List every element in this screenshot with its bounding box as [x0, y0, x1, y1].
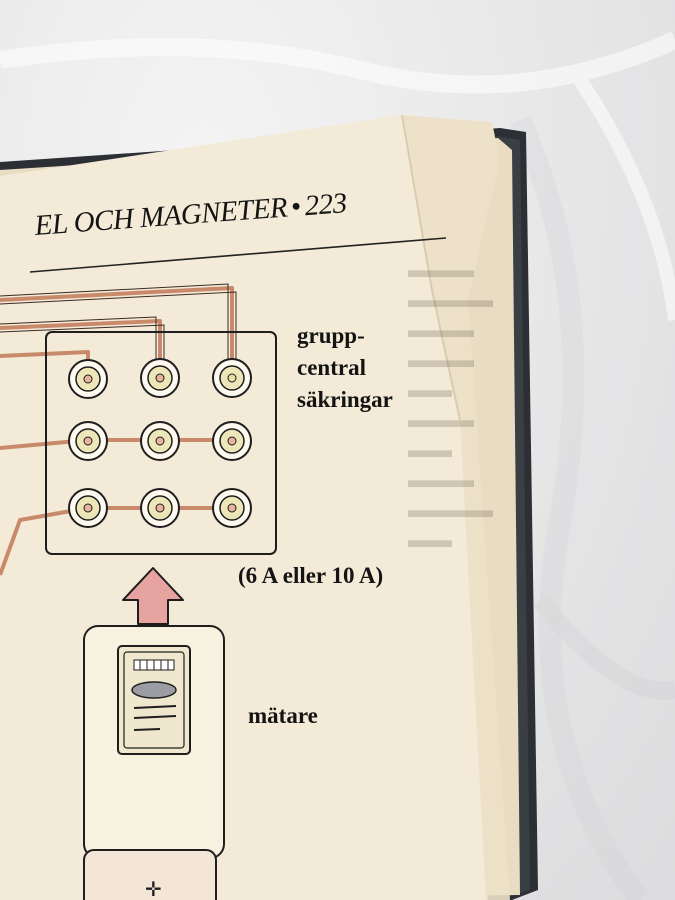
wire-2 — [0, 319, 162, 376]
fold-crease — [401, 114, 461, 421]
main-fuse-box: ✛ — [83, 849, 217, 900]
svg-text:✛: ✛ — [145, 877, 162, 900]
meter-disc — [131, 681, 177, 699]
fuse-2 — [140, 358, 180, 398]
bullet: • — [289, 190, 302, 224]
fuse-rating-label: (6 A eller 10 A) — [238, 563, 384, 588]
cloth-folds — [0, 31, 675, 900]
fuse-5 — [140, 421, 180, 461]
fuse-box-label-line-3: säkringar — [297, 387, 393, 412]
meter-label: mätare — [248, 703, 318, 728]
fuse-grid — [68, 358, 252, 528]
fuse-box-label: grupp- central säkringar — [297, 320, 393, 416]
fuse-9 — [212, 488, 252, 528]
bleed-through-text: ▬▬▬▬▬▬▬▬▬▬▬▬▬▬▬▬▬▬▬▬▬▬▬▬▬▬▬▬▬ — [408, 257, 493, 552]
fuse-4 — [68, 421, 108, 461]
fuse-box-label-line-2: central — [297, 355, 366, 380]
arrow-up-icon — [122, 567, 184, 625]
fuse-box-label-line-1: grupp- — [297, 323, 365, 348]
wire-1 — [0, 286, 234, 376]
fuse-box — [45, 331, 277, 555]
fuse-3 — [212, 358, 252, 398]
electricity-meter — [83, 625, 225, 859]
fuse-7 — [68, 488, 108, 528]
fuse-1 — [68, 359, 108, 399]
page-number: 223 — [303, 187, 348, 223]
fuse-6 — [212, 421, 252, 461]
fuse-8 — [140, 488, 180, 528]
header-rule — [29, 237, 447, 273]
page-fold — [402, 115, 510, 900]
